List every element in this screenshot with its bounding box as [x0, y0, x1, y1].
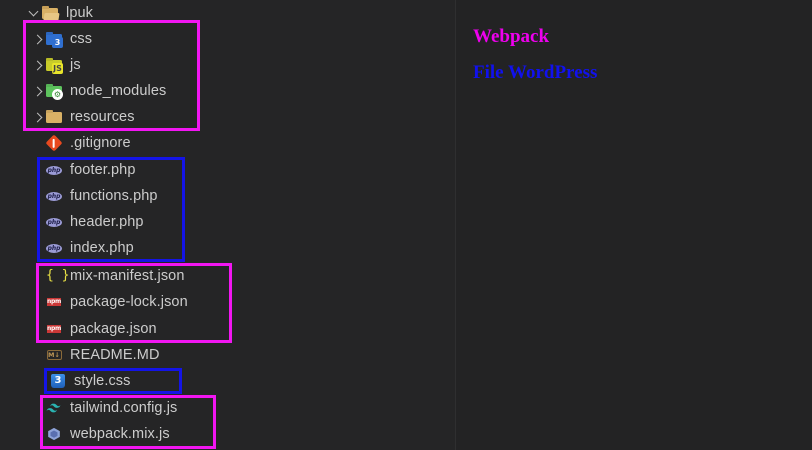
tailwind-icon: [46, 400, 62, 416]
tree-item-label: functions.php: [70, 188, 158, 204]
tree-item-label: tailwind.config.js: [70, 400, 178, 416]
npm-icon: npm: [47, 325, 61, 333]
folder-js-icon: JS: [46, 57, 63, 74]
css3-icon: 3: [50, 373, 66, 389]
chevron-right-icon[interactable]: [30, 83, 46, 99]
npm-icon: npm: [47, 298, 61, 306]
tree-item-label: index.php: [70, 240, 134, 256]
tree-item-gitignore[interactable]: .gitignore: [45, 130, 131, 156]
chevron-down-icon[interactable]: [26, 5, 42, 21]
tree-item-label: package.json: [70, 321, 157, 337]
tree-item-label: .gitignore: [70, 135, 131, 151]
tree-item-label: node_modules: [70, 83, 167, 99]
tree-item-package-json[interactable]: npm package.json: [46, 316, 157, 342]
chevron-right-icon[interactable]: [30, 109, 46, 125]
tree-item-label: style.css: [74, 373, 131, 389]
tree-item-footer-php[interactable]: php footer.php: [46, 157, 136, 183]
markdown-icon: M↓: [46, 350, 62, 360]
php-icon: php: [46, 243, 62, 253]
git-icon: [45, 134, 63, 152]
folder-css-icon: 3: [46, 31, 63, 48]
tree-item-css[interactable]: 3 css: [30, 26, 92, 52]
folder-icon: [46, 109, 62, 125]
tree-item-lpuk[interactable]: lpuk: [26, 0, 93, 26]
tree-item-label: webpack.mix.js: [70, 426, 170, 442]
tree-item-label: resources: [70, 109, 135, 125]
tree-item-label: package-lock.json: [70, 294, 188, 310]
tree-item-tailwind-config-js[interactable]: tailwind.config.js: [46, 395, 177, 421]
tree-item-label: css: [70, 31, 93, 47]
tree-item-index-php[interactable]: php index.php: [46, 235, 134, 261]
preview-pane: Webpack File WordPress: [456, 0, 812, 450]
webpack-icon: [46, 426, 62, 442]
tree-item-node-modules[interactable]: ⚙ node_modules: [30, 78, 166, 104]
tree-item-label: js: [70, 57, 81, 73]
tree-item-resources[interactable]: resources: [30, 104, 135, 130]
chevron-right-icon[interactable]: [30, 57, 46, 73]
tree-item-readme-md[interactable]: M↓ README.MD: [46, 342, 160, 368]
tree-item-webpack-mix-js[interactable]: webpack.mix.js: [46, 421, 170, 447]
tree-item-package-lock-json[interactable]: npm package-lock.json: [46, 289, 188, 315]
chevron-right-icon[interactable]: [30, 31, 46, 47]
php-icon: php: [46, 217, 62, 227]
tree-item-mix-manifest-json[interactable]: { } mix-manifest.json: [46, 263, 185, 289]
json-icon: { }: [46, 268, 70, 283]
tree-item-label: lpuk: [66, 5, 93, 21]
tree-item-functions-php[interactable]: php functions.php: [46, 183, 158, 209]
tree-item-label: README.MD: [70, 347, 160, 363]
preview-line-file-wordpress: File WordPress: [473, 62, 598, 83]
file-explorer-pane[interactable]: lpuk 3 css JS js ⚙ node_module: [0, 0, 455, 450]
php-icon: php: [46, 191, 62, 201]
preview-line-webpack: Webpack: [473, 26, 550, 47]
tree-item-label: mix-manifest.json: [70, 268, 185, 284]
tree-item-label: header.php: [70, 214, 144, 230]
tree-item-label: footer.php: [70, 162, 136, 178]
tree-item-header-php[interactable]: php header.php: [46, 209, 144, 235]
pane-divider: [455, 0, 456, 450]
tree-item-js[interactable]: JS js: [30, 52, 81, 78]
folder-open-icon: [42, 5, 58, 21]
tree-item-style-css[interactable]: 3 style.css: [50, 368, 131, 394]
php-icon: php: [46, 165, 62, 175]
folder-node-modules-icon: ⚙: [46, 83, 63, 100]
